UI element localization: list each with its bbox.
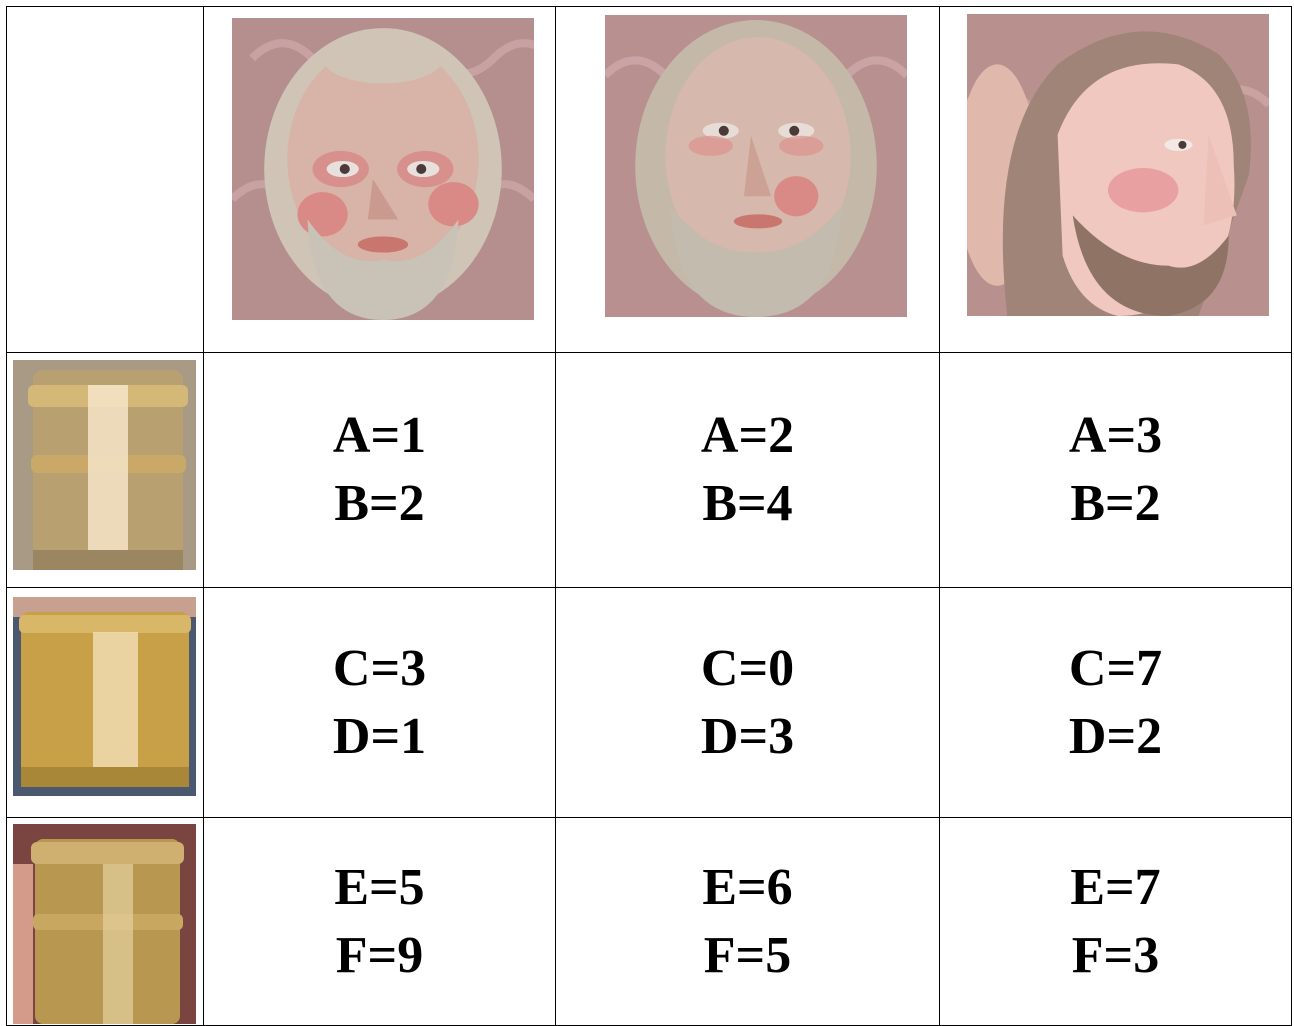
value-cell: E=6 F=5 (555, 817, 940, 1026)
value-line: D=2 (1068, 707, 1163, 765)
value-cell: A=1 B=2 (203, 352, 556, 588)
value-line: B=4 (702, 475, 793, 532)
statue-matrix-table: A=1 B=2 A=2 B=4 A=3 B=2 (6, 6, 1292, 1026)
value-line: E=5 (334, 858, 425, 916)
value-cell: C=7 D=2 (939, 587, 1292, 818)
value-line: C=3 (332, 639, 427, 697)
value-line: D=3 (700, 707, 795, 765)
corner-cell (6, 6, 204, 353)
value-line: D=1 (332, 707, 427, 765)
value-line: F=3 (1071, 926, 1160, 984)
header-cell-face-1 (203, 6, 556, 353)
row-header-cell (6, 352, 204, 588)
value-line: A=2 (700, 407, 795, 464)
row-header-cell (6, 587, 204, 818)
value-cell: E=7 F=3 (939, 817, 1292, 1026)
table-row: C=3 D=1 C=0 D=3 C=7 D=2 (6, 587, 1292, 818)
value-line: A=1 (332, 407, 427, 464)
value-cell: E=5 F=9 (203, 817, 556, 1026)
header-cell-face-3 (939, 6, 1292, 353)
jesus-head-image (967, 14, 1269, 316)
value-line: F=5 (703, 926, 792, 984)
table-row: E=5 F=9 E=6 F=5 E=7 F=3 (6, 817, 1292, 1026)
value-cell: C=3 D=1 (203, 587, 556, 818)
golden-jar-image (13, 597, 196, 796)
value-cell: A=2 B=4 (555, 352, 940, 588)
value-line: B=2 (1070, 475, 1161, 532)
header-row (6, 6, 1292, 353)
value-line: E=6 (702, 858, 793, 916)
row-header-cell (6, 817, 204, 1026)
golden-jar-image (13, 360, 196, 570)
value-cell: A=3 B=2 (939, 352, 1292, 588)
value-line: C=0 (700, 639, 795, 697)
value-cell: C=0 D=3 (555, 587, 940, 818)
value-line: A=3 (1068, 407, 1163, 464)
value-line: C=7 (1068, 639, 1163, 697)
value-line: E=7 (1070, 858, 1161, 916)
header-cell-face-2 (555, 6, 940, 353)
value-line: F=9 (335, 926, 424, 984)
bearded-saint-head-image (605, 15, 907, 317)
golden-jar-image (13, 824, 196, 1024)
value-line: B=2 (334, 475, 425, 532)
table-row: A=1 B=2 A=2 B=4 A=3 B=2 (6, 352, 1292, 588)
bearded-saint-head-image (232, 18, 534, 320)
